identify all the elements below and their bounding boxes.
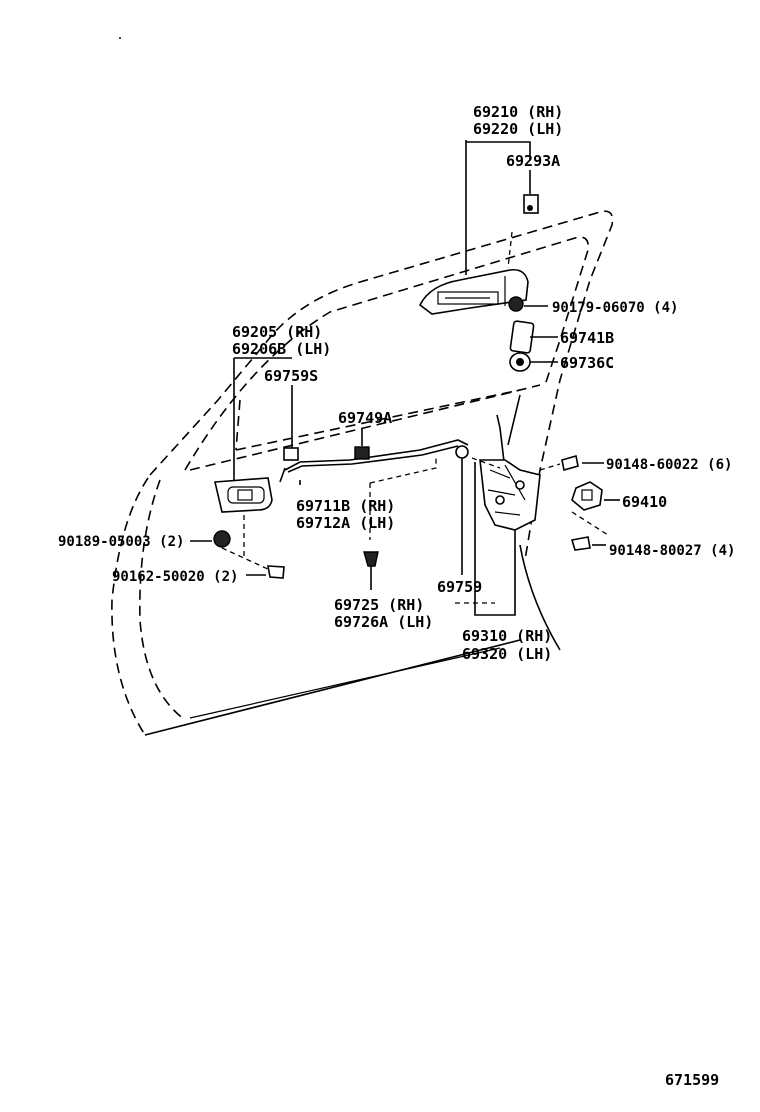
label-clip-69293a: 69293A xyxy=(506,152,560,170)
label-inner-handle-rh: 69205 (RH) xyxy=(232,323,322,341)
label-part-69741b: 69741B xyxy=(560,329,614,347)
clip-69293a xyxy=(523,194,539,214)
inner-handle xyxy=(214,477,273,513)
label-bolt-90179: 90179-06070 (4) xyxy=(552,300,678,316)
label-outer-handle-lh: 69220 (LH) xyxy=(473,120,563,138)
label-rod-rh: 69711B (RH) xyxy=(296,497,395,515)
label-rod-lh: 69712A (LH) xyxy=(296,514,395,532)
screw-90148-60022 xyxy=(561,454,579,472)
lock-rod xyxy=(279,439,469,483)
clip-69759s xyxy=(283,447,299,461)
screw-90162 xyxy=(267,565,285,579)
label-lock-lh: 69320 (LH) xyxy=(462,645,552,663)
outer-handle xyxy=(418,268,529,315)
screw-90148-80027 xyxy=(570,536,591,551)
label-screw-90189: 90189-05003 (2) xyxy=(58,534,184,550)
clip-69749a xyxy=(354,446,370,460)
label-lock-rh: 69310 (RH) xyxy=(462,627,552,645)
part-69741b xyxy=(509,320,535,354)
label-lock-knob-rh: 69725 (RH) xyxy=(334,596,424,614)
label-screw-90148-80027: 90148-80027 (4) xyxy=(609,543,735,559)
lock-knob xyxy=(363,551,379,590)
label-outer-handle-rh: 69210 (RH) xyxy=(473,103,563,121)
clip-69759 xyxy=(455,445,469,459)
bolt-90179 xyxy=(508,296,524,312)
label-lock-knob-lh: 69726A (LH) xyxy=(334,613,433,631)
label-clip-69759: 69759 xyxy=(437,578,482,596)
label-screw-90162: 90162-50020 (2) xyxy=(112,569,238,585)
door-outline xyxy=(111,210,614,736)
door-lock-assembly xyxy=(479,394,541,531)
screw-90189 xyxy=(213,530,231,548)
part-69736c xyxy=(509,352,531,372)
stray-dot xyxy=(119,37,121,39)
label-screw-90148-60022: 90148-60022 (6) xyxy=(606,457,732,473)
label-part-69736c: 69736C xyxy=(560,354,614,372)
label-clip-69749a: 69749A xyxy=(338,409,392,427)
label-striker-69410: 69410 xyxy=(622,493,667,511)
label-inner-handle-lh: 69206B (LH) xyxy=(232,340,331,358)
label-clip-69759s: 69759S xyxy=(264,367,318,385)
diagram-number: 671599 xyxy=(665,1071,719,1089)
striker-69410 xyxy=(571,481,603,511)
